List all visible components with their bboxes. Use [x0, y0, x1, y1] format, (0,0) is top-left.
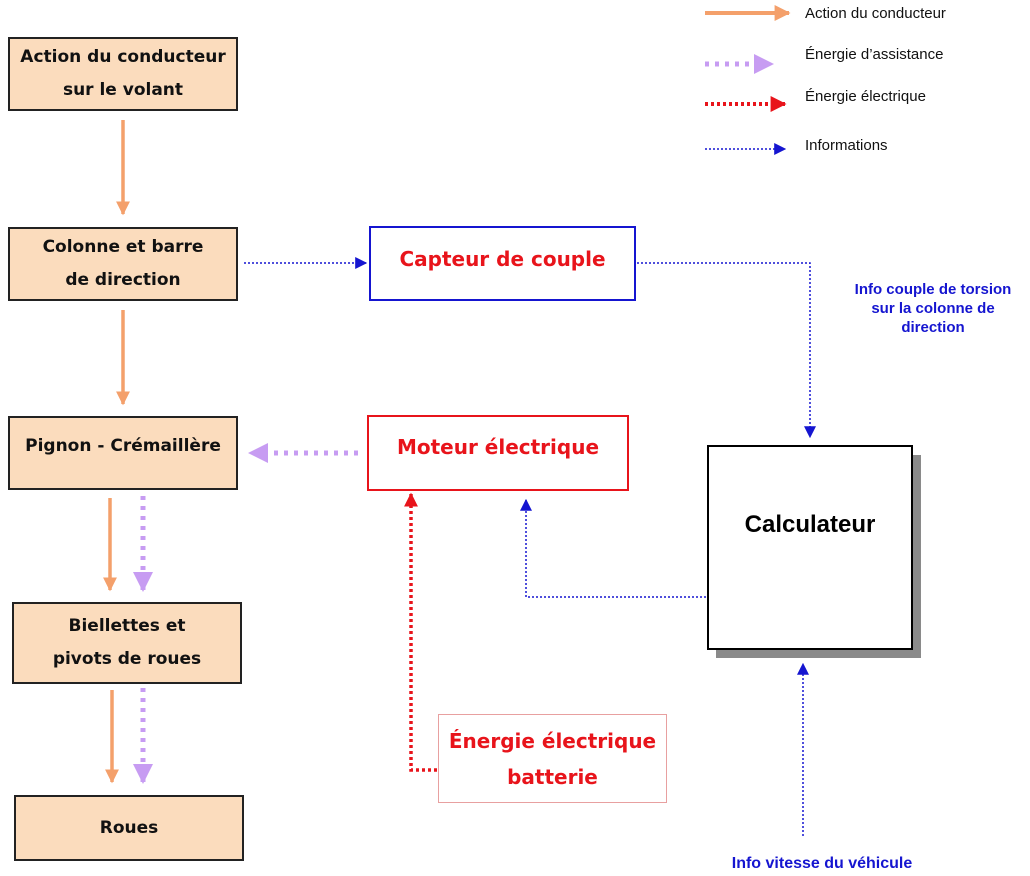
- speed-info-label: Info vitesse du véhicule: [731, 855, 913, 872]
- pinion-rack-box: Pignon - Crémaillère: [8, 416, 238, 490]
- torque-info-line3: direction: [901, 319, 965, 336]
- column-line2: de direction: [65, 270, 181, 290]
- battery-line1: Énergie électrique: [448, 728, 657, 753]
- battery-box: Énergie électrique batterie: [438, 714, 667, 803]
- legend-driver-action-label: Action du conducteur: [805, 5, 946, 22]
- wheels-label: Roues: [99, 817, 159, 838]
- arrow-ecu-to-motor: [520, 498, 706, 598]
- arrow-sensor-to-ecu: [637, 262, 816, 439]
- driver-action-line2: sur le volant: [62, 80, 184, 100]
- column-box: Colonne et barre de direction: [8, 227, 238, 301]
- column-line1: Colonne et barre: [42, 237, 204, 257]
- rods-box: Biellettes et pivots de roues: [12, 602, 242, 684]
- legend-assist-energy-label: Énergie d’assistance: [805, 46, 944, 63]
- electric-motor-label: Moteur électrique: [396, 434, 600, 459]
- wheels-box: Roues: [14, 795, 244, 861]
- rods-line2: pivots de roues: [52, 649, 202, 669]
- torque-info-label: Info couple de torsion sur la colonne de…: [838, 280, 1028, 337]
- driver-action-line1: Action du conducteur: [20, 47, 226, 67]
- torque-info-line2: sur la colonne de: [871, 300, 995, 317]
- battery-line2: batterie: [507, 764, 598, 789]
- legend-information-label: Informations: [805, 137, 888, 154]
- pinion-rack-label: Pignon - Crémaillère: [25, 435, 221, 456]
- torque-sensor-label: Capteur de couple: [399, 247, 606, 271]
- arrow-battery-to-motor: [404, 492, 437, 772]
- driver-action-box: Action du conducteur sur le volant: [8, 37, 238, 111]
- legend-electric-energy-label: Énergie électrique: [805, 88, 926, 105]
- rods-line1: Biellettes et: [68, 616, 186, 636]
- torque-info-line1: Info couple de torsion: [854, 281, 1012, 298]
- ecu-label: Calculateur: [744, 510, 876, 538]
- ecu-box: Calculateur: [707, 445, 913, 650]
- electric-motor-box: Moteur électrique: [367, 415, 629, 491]
- torque-sensor-box: Capteur de couple: [369, 226, 636, 301]
